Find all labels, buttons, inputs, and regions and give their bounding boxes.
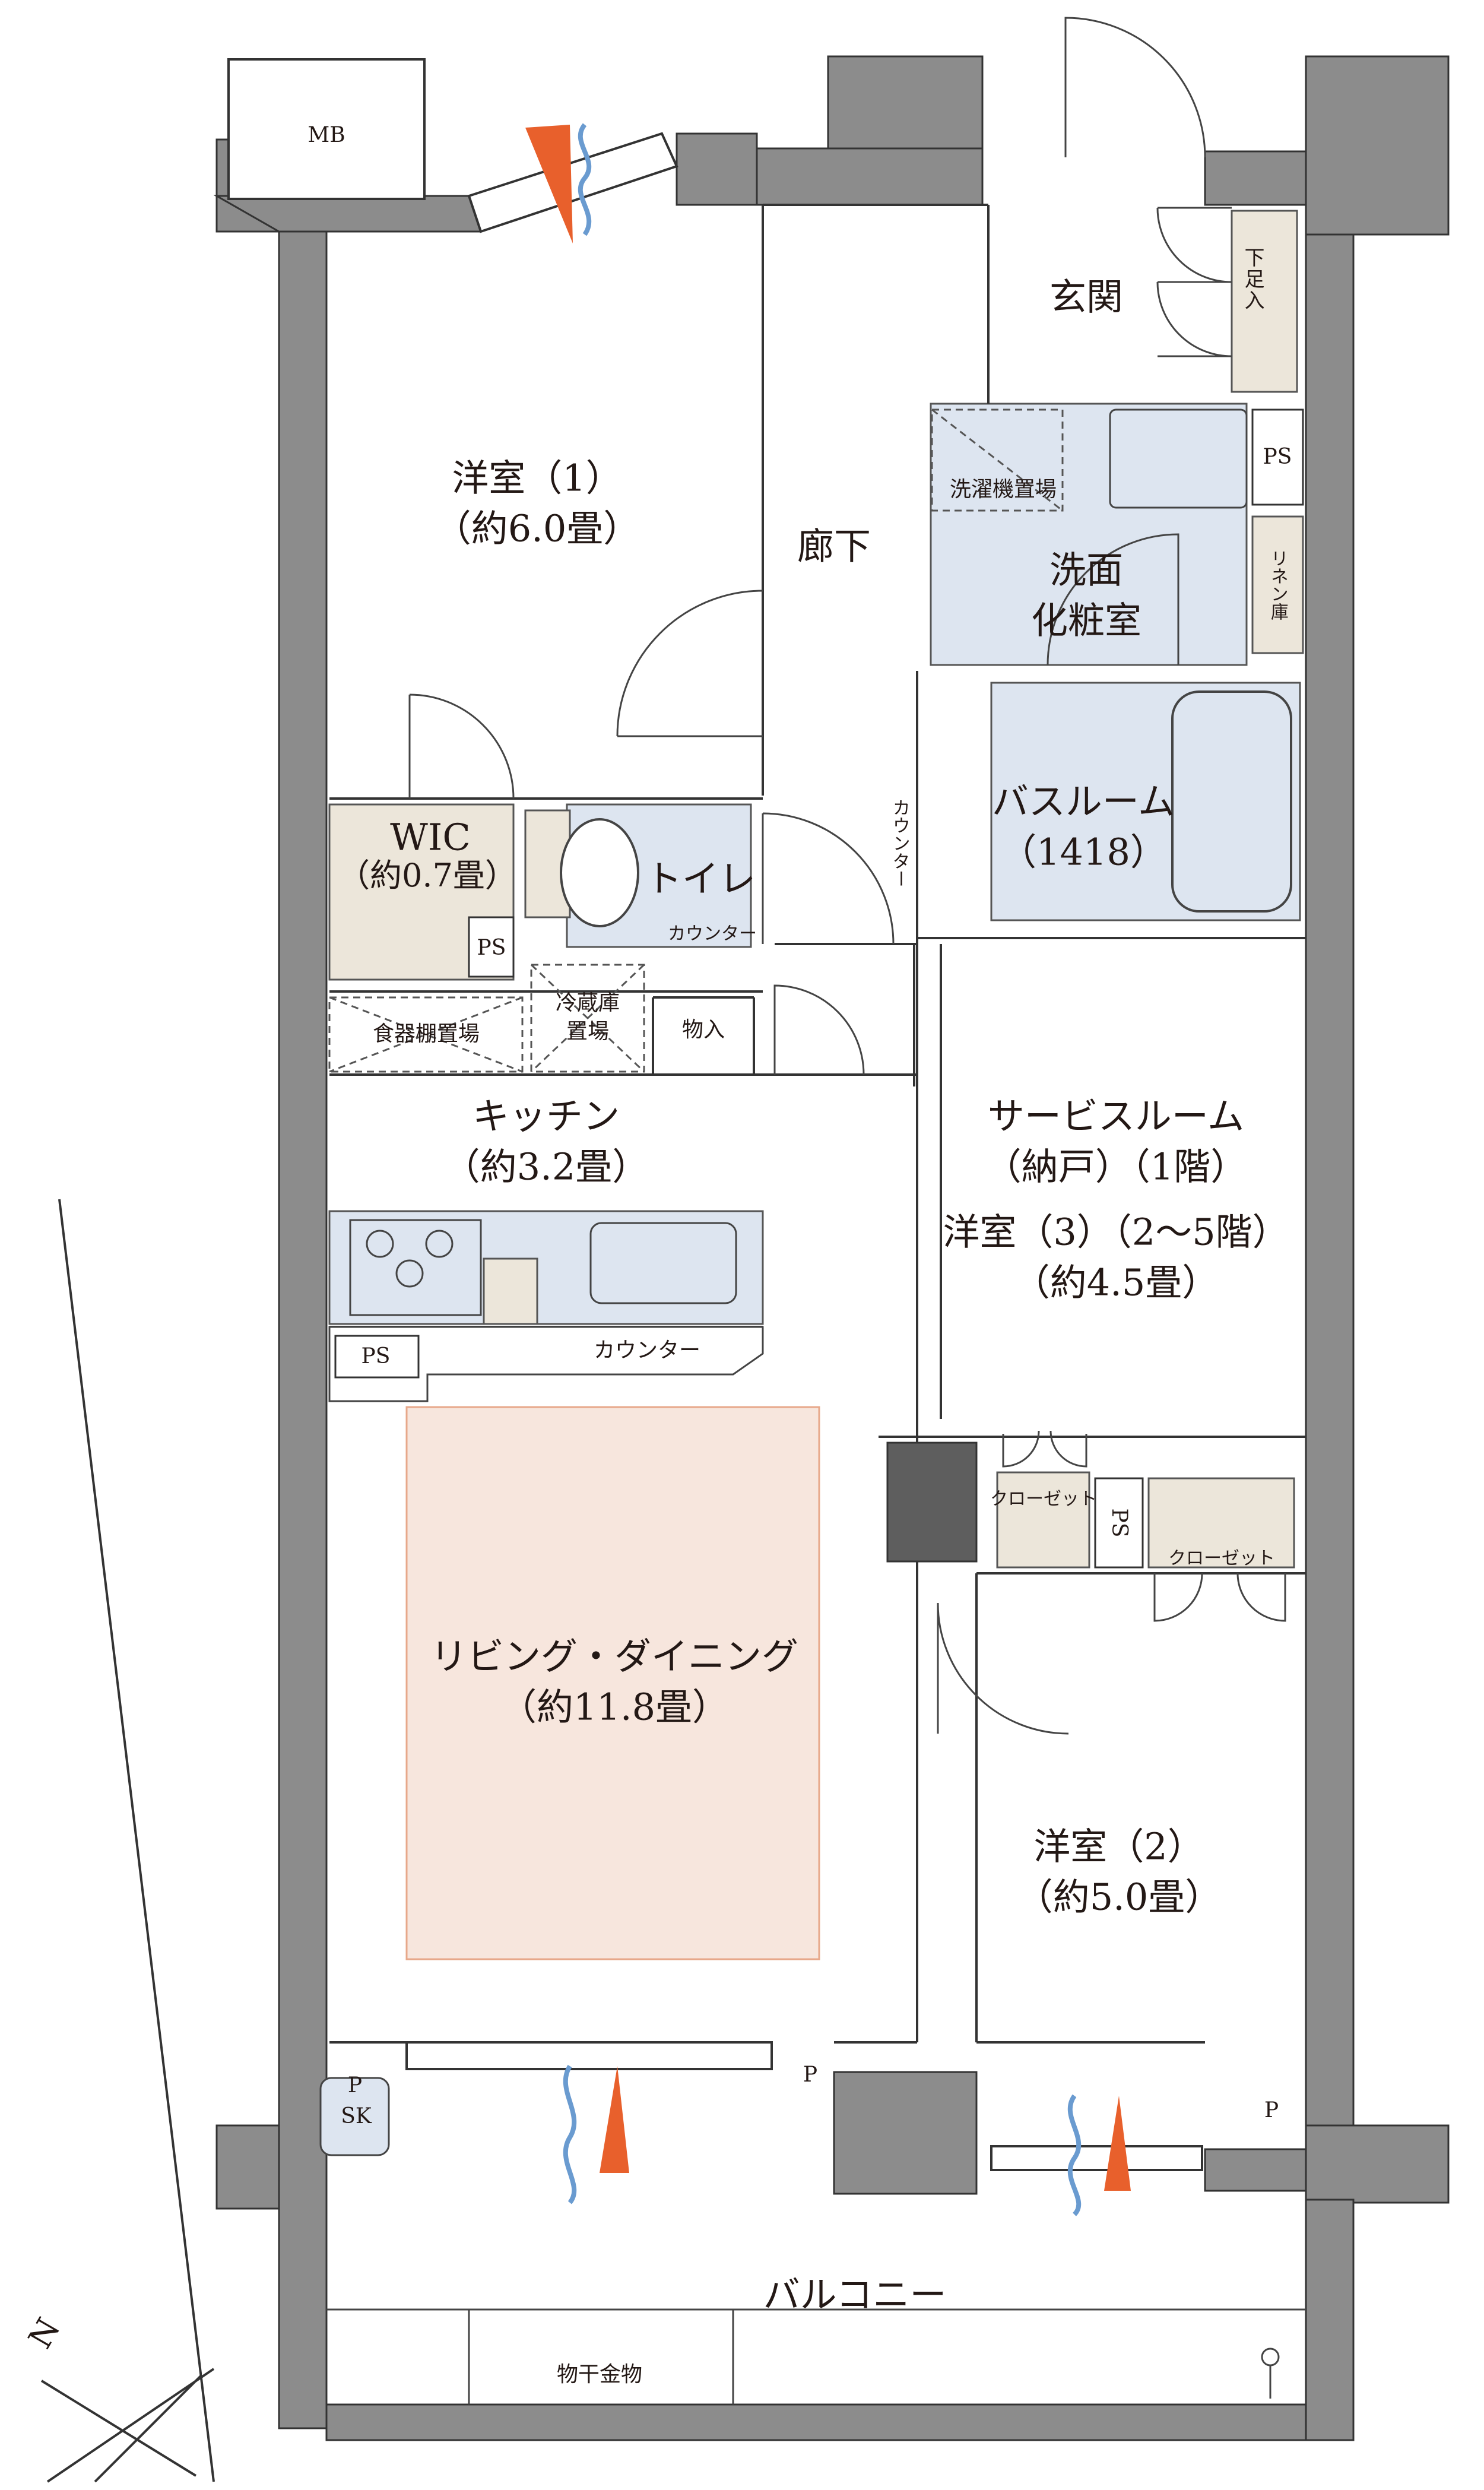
fridge-line2: 置場: [566, 1019, 610, 1044]
ps-label-top: PS: [1263, 444, 1292, 469]
storage-label: 物入: [681, 1017, 725, 1042]
bathtub: [1171, 690, 1292, 913]
service-room-line3: 洋室（3）（2〜5階）: [943, 1210, 1289, 1254]
ps-vertical-label: PS: [1107, 1508, 1132, 1538]
toilet-bowl: [560, 818, 639, 927]
p-mark-mid: P: [803, 2062, 818, 2087]
ventilation-arrows: [525, 123, 1131, 2216]
stove-side: [483, 1257, 538, 1325]
toilet-label: トイレ: [645, 857, 756, 901]
door-swings: [408, 17, 1286, 1735]
mb-box: [227, 58, 426, 200]
windows: [405, 132, 1203, 2171]
shoe-box-label: 下足入: [1241, 247, 1265, 311]
closet1-floor: [996, 1471, 1090, 1569]
western1-size: （約6.0畳）: [434, 506, 640, 550]
wind-arrow-orange-lr: [600, 2066, 629, 2173]
bathroom-name: バスルーム: [991, 780, 1175, 823]
living-name: リビング・ダイニング: [430, 1634, 799, 1678]
service-room-line1: サービスルーム: [987, 1094, 1245, 1138]
dish-shelf-label: 食器棚置場: [372, 1021, 480, 1046]
utility-shaft: [886, 1442, 978, 1563]
washer-area-label: 洗濯機置場: [949, 477, 1057, 502]
p-mark-right: P: [1264, 2098, 1279, 2122]
western1-name: 洋室（1）: [452, 456, 623, 500]
appliance-spaces: [328, 408, 1064, 1073]
wind-arrow-blue-lr: [563, 2064, 577, 2204]
closet2-label: クローゼット: [1168, 1548, 1275, 1569]
wind-arrow-blue-top: [578, 123, 592, 236]
kitchen-name: キッチン: [472, 1094, 620, 1138]
washroom-line2: 化粧室: [1030, 598, 1142, 642]
kitchen-fixtures: [328, 1219, 764, 1402]
p-mark-left: P: [347, 2073, 363, 2098]
kitchen-counter-label: カウンター: [593, 1338, 701, 1363]
ps-boxes: [334, 408, 1304, 1569]
wind-arrow-orange-r2: [1104, 2096, 1131, 2191]
ps-label-wic: PS: [477, 935, 506, 960]
sk-label: SK: [341, 2103, 372, 2128]
toilet-counter-label: カウンター: [668, 923, 757, 945]
living-highlight: [405, 1406, 820, 1960]
service-room-line4: （約4.5畳）: [1013, 1260, 1219, 1304]
walls: [213, 55, 1450, 2441]
shoe-box: [1231, 210, 1298, 393]
living-size: （約11.8畳）: [499, 1685, 730, 1729]
fridge-line1: 冷蔵庫: [555, 990, 620, 1015]
kitchen-size: （約3.2畳）: [443, 1145, 649, 1189]
wic-name: WIC: [390, 815, 471, 859]
wind-arrow-blue-r2: [1067, 2094, 1082, 2216]
entrance-label: 玄関: [1049, 275, 1124, 319]
corridor-counter-label: カウンター: [889, 799, 910, 888]
linen-label: リネン庫: [1267, 549, 1288, 620]
drying-rack-label: 物干金物: [556, 2362, 643, 2387]
washer-pan: [1109, 408, 1248, 509]
closet1-label: クローゼット: [990, 1488, 1097, 1510]
ps-label-kitchen: PS: [361, 1344, 391, 1368]
mb-label: MB: [307, 122, 345, 147]
corridor-label: 廊下: [797, 524, 871, 568]
wic-size: （約0.7畳）: [338, 857, 517, 895]
washroom-line1: 洗面: [1049, 548, 1124, 592]
service-room-line2: （納戸）（1階）: [984, 1145, 1248, 1189]
wind-arrow-orange-top: [525, 125, 573, 243]
balcony-lines: [326, 2308, 1306, 2405]
linen-closet: [1251, 515, 1304, 654]
sink-box: [319, 2077, 390, 2156]
western2-name: 洋室（2）: [1033, 1824, 1204, 1868]
compass-rose: [40, 1199, 215, 2483]
closet2-floor: [1147, 1477, 1295, 1569]
bathroom-size: （1418）: [1000, 830, 1167, 874]
balcony-label: バルコニー: [763, 2273, 947, 2317]
interior-walls: [329, 204, 1306, 2044]
western2-size: （約5.0畳）: [1016, 1875, 1222, 1919]
